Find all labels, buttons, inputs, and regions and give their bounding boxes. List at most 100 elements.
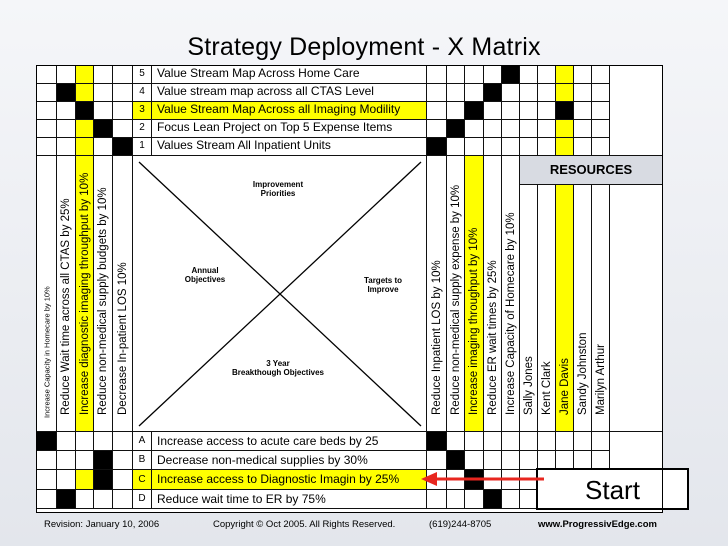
grid-cell — [573, 83, 592, 102]
resource-column: Kent Clark — [537, 184, 556, 432]
grid-cell — [464, 431, 484, 451]
grid-cell — [426, 431, 447, 451]
grid-cell — [483, 65, 502, 84]
target-label: Reduce non-medical supply expense by 10% — [449, 184, 462, 415]
grid-cell — [56, 489, 76, 509]
grid-cell — [426, 450, 447, 470]
grid-cell — [93, 119, 113, 138]
grid-cell — [573, 101, 592, 120]
priority-label: Values Stream All Inpatient Units — [151, 137, 427, 156]
grid-cell — [446, 137, 465, 156]
grid-cell — [464, 137, 484, 156]
grid-cell — [555, 65, 574, 84]
grid-cell — [93, 469, 113, 490]
grid-cell — [537, 431, 556, 451]
grid-cell — [36, 431, 57, 451]
grid-cell — [446, 119, 465, 138]
grid-cell — [93, 101, 113, 120]
grid-cell — [501, 489, 520, 509]
breakthrough-label: Increase access to Diagnostic Imagin by … — [151, 469, 427, 490]
grid-cell — [93, 431, 113, 451]
grid-cell — [75, 431, 94, 451]
resource-column: Sandy Johnston — [573, 184, 592, 432]
grid-cell — [573, 119, 592, 138]
grid-cell — [75, 83, 94, 102]
grid-cell — [464, 83, 484, 102]
grid-cell — [483, 450, 502, 470]
grid-cell — [519, 65, 538, 84]
resource-column: Jane Davis — [555, 184, 574, 432]
priority-number: 4 — [132, 83, 152, 102]
annual-objective: Reduce non-medical supply budgets by 10% — [93, 155, 113, 432]
grid-cell — [609, 65, 663, 156]
grid-cell — [93, 489, 113, 509]
grid-cell — [591, 450, 610, 470]
breakthrough-letter: B — [132, 450, 152, 470]
grid-cell — [519, 431, 538, 451]
breakthrough-label: Increase access to acute care beds by 25 — [151, 431, 427, 451]
grid-cell — [483, 431, 502, 451]
grid-cell — [446, 65, 465, 84]
grid-cell — [555, 431, 574, 451]
grid-cell — [112, 431, 133, 451]
grid-cell — [75, 137, 94, 156]
grid-cell — [36, 450, 57, 470]
grid-cell — [464, 119, 484, 138]
target-to-improve: Reduce non-medical supply expense by 10% — [446, 155, 465, 432]
grid-cell — [112, 137, 133, 156]
grid-cell — [36, 119, 57, 138]
grid-cell — [112, 489, 133, 509]
targets-to-improve-label: Targets to Improve — [363, 276, 403, 294]
grid-cell — [591, 65, 610, 84]
grid-cell — [483, 83, 502, 102]
annual-objective: Reduce Wait time across all CTAS by 25% — [56, 155, 76, 432]
grid-cell — [56, 119, 76, 138]
breakthrough-objectives-label: 3 Year Breakthough Objectives — [231, 359, 325, 377]
annual-objective-label: Increase Capacity in Homecare by 10% — [42, 286, 51, 418]
grid-cell — [464, 101, 484, 120]
grid-cell — [36, 83, 57, 102]
resource-name: Sandy Johnston — [576, 332, 589, 415]
footer-revision: Revision: January 10, 2006 — [44, 519, 160, 530]
footer-phone: (619)244-8705 — [429, 519, 492, 530]
resource-name: Marilyn Arthur — [594, 344, 607, 415]
grid-cell — [555, 137, 574, 156]
annual-objectives-label: Annual Objectives — [184, 266, 226, 284]
grid-cell — [519, 119, 538, 138]
grid-cell — [93, 83, 113, 102]
grid-cell — [112, 450, 133, 470]
priority-label: Value Stream Map Across Home Care — [151, 65, 427, 84]
target-to-improve: Increase Capacity of Homecare by 10% — [501, 155, 520, 432]
grid-cell — [537, 137, 556, 156]
grid-cell — [93, 137, 113, 156]
grid-cell — [519, 101, 538, 120]
grid-cell — [591, 137, 610, 156]
grid-cell — [36, 101, 57, 120]
x-diagonals — [138, 161, 422, 427]
annual-objective: Increase Capacity in Homecare by 10% — [36, 155, 57, 432]
grid-cell — [464, 65, 484, 84]
grid-cell — [36, 469, 57, 490]
grid-cell — [446, 101, 465, 120]
grid-cell — [519, 450, 538, 470]
x-diagonal-line — [138, 161, 422, 427]
priority-label: Value Stream Map Across all Imaging Modi… — [151, 101, 427, 120]
grid-cell — [483, 119, 502, 138]
resource-column: Marilyn Arthur — [591, 184, 610, 432]
annual-objective-label: Increase diagnostic imaging throughput b… — [78, 172, 91, 415]
grid-cell — [75, 450, 94, 470]
breakthrough-letter: C — [132, 469, 152, 490]
grid-cell — [446, 450, 465, 470]
resources-header: RESOURCES — [519, 155, 663, 185]
grid-cell — [519, 83, 538, 102]
grid-cell — [75, 101, 94, 120]
grid-cell — [591, 431, 610, 451]
priority-label: Value stream map across all CTAS Level — [151, 83, 427, 102]
breakthrough-letter: D — [132, 489, 152, 509]
grid-cell — [112, 83, 133, 102]
grid-cell — [573, 65, 592, 84]
grid-cell — [555, 450, 574, 470]
annual-objective-label: Decrease In-patient LOS 10% — [116, 262, 129, 415]
priority-label: Focus Lean Project on Top 5 Expense Item… — [151, 119, 427, 138]
target-to-improve: Increase imaging throughput by 10% — [464, 155, 484, 432]
